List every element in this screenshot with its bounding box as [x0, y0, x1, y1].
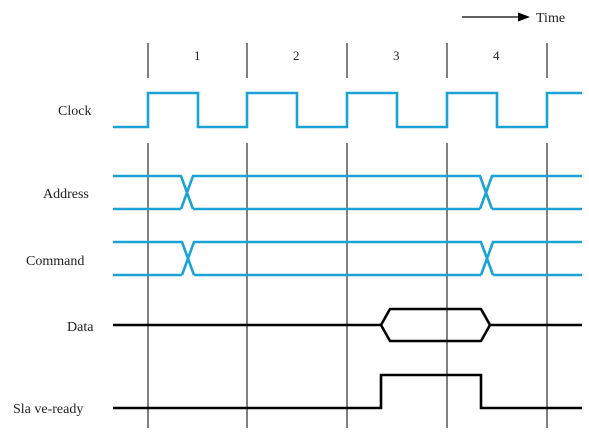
signal-labels: Clock Address Command Data Sla ve-ready: [13, 104, 94, 417]
command-high-line: [113, 240, 582, 276]
address-high-line: [113, 174, 582, 210]
time-arrow-head: [518, 12, 530, 22]
cycle-number-1: 1: [194, 48, 201, 63]
cycle-boundaries: [147, 43, 548, 428]
data-waveform: [113, 307, 582, 343]
command-label: Command: [26, 254, 84, 269]
cycle-number-4: 4: [493, 48, 500, 63]
slave-ready-waveform: [113, 373, 582, 410]
time-label: Time: [536, 11, 565, 26]
cycle-number-2: 2: [293, 48, 300, 63]
address-label: Address: [43, 187, 89, 202]
address-waveform: [113, 174, 582, 211]
slave-ready-label: Sla ve-ready: [13, 402, 83, 417]
clock-waveform: [113, 91, 582, 129]
command-waveform: [113, 240, 582, 277]
clock-label: Clock: [58, 104, 91, 119]
cycle-number-3: 3: [393, 48, 400, 63]
data-label: Data: [67, 320, 94, 335]
cycle-numbers: 1 2 3 4: [194, 48, 500, 63]
time-axis: Time: [462, 11, 565, 26]
